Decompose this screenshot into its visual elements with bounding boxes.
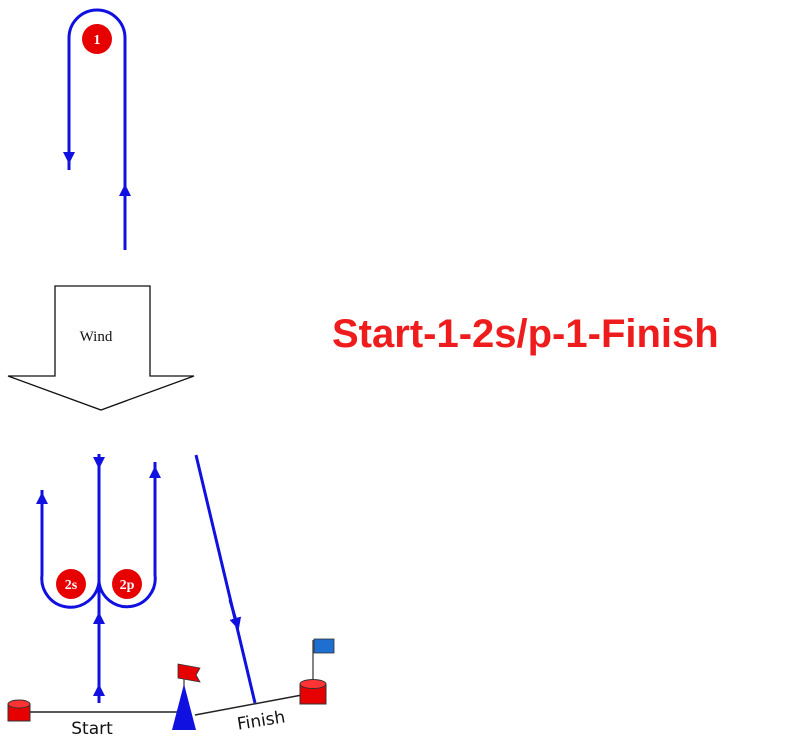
finish-line-rope [194, 694, 303, 716]
mark-2s-circle [56, 569, 86, 599]
start-label: Start [71, 719, 113, 738]
pin-buoy-icon [7, 699, 31, 722]
wind-arrow-shape [7, 285, 195, 411]
mark-2p: 2p [112, 569, 142, 599]
wind-arrow: Wind [7, 285, 195, 411]
finish-approach-line [194, 454, 257, 704]
start-line: Start [22, 711, 178, 738]
mark-1: 1 [82, 24, 112, 54]
course-title: Start-1-2s/p-1-Finish [332, 312, 719, 356]
mark-1-label: 1 [94, 33, 101, 48]
gate-2p-loop [97, 462, 157, 609]
wind-label: Wind [80, 329, 113, 345]
committee-boat-hull [172, 684, 196, 730]
finish-buoy-top [299, 679, 327, 689]
finish-flag-icon [313, 638, 335, 654]
mark-2p-circle [112, 569, 142, 599]
mark-1-circle [82, 24, 112, 54]
mark-2s-label: 2s [65, 578, 78, 593]
finish-approach-arrow [228, 599, 242, 630]
finish-label: Finish [236, 707, 287, 734]
finish-buoy-icon [299, 638, 335, 705]
gate-2s-loop [40, 490, 101, 609]
mark-2p-label: 2p [120, 578, 135, 593]
windward-loop [67, 8, 127, 250]
mark-2s: 2s [56, 569, 86, 599]
committee-flag-icon [177, 663, 201, 683]
pin-buoy-top [7, 699, 31, 709]
leeward-gate-paths [36, 454, 257, 704]
committee-boat-icon [172, 663, 201, 730]
windward-rounding-path [63, 8, 131, 250]
finish-line: Finish [194, 694, 303, 735]
